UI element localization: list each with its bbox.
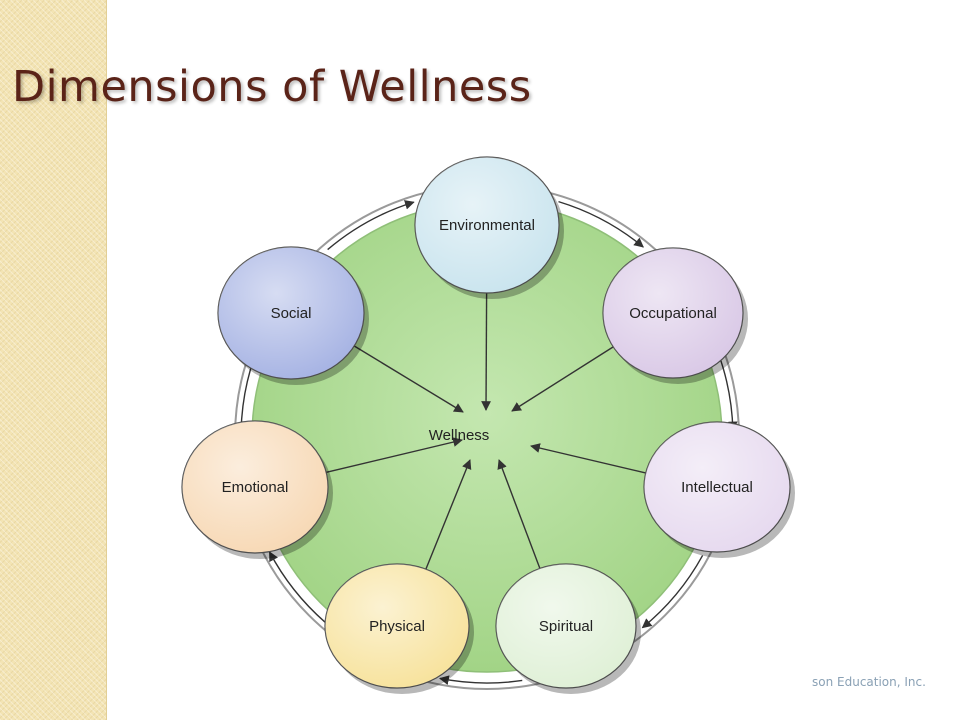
node-highlight (325, 564, 469, 688)
node-label: Intellectual (681, 479, 753, 496)
copyright-footer: son Education, Inc. (812, 675, 926, 689)
node-highlight (644, 422, 790, 552)
ring-arrow (439, 675, 523, 685)
node-label: Occupational (629, 305, 717, 322)
ring-arrow (558, 200, 644, 248)
node-label: Environmental (439, 217, 535, 234)
ring-arrow (268, 551, 326, 623)
ring-arrow (327, 200, 415, 251)
dimension-nodes: EnvironmentalOccupationalIntellectualSpi… (181, 156, 795, 694)
node-spiritual: Spiritual (495, 563, 641, 694)
node-social: Social (217, 246, 369, 385)
node-label: Physical (369, 618, 425, 635)
node-highlight (415, 157, 559, 293)
ring-arrow (641, 555, 704, 629)
slide-title: Dimensions of Wellness (12, 62, 532, 112)
node-label: Social (271, 305, 312, 322)
node-emotional: Emotional (181, 420, 333, 559)
spoke-arrow (511, 345, 615, 412)
node-occupational: Occupational (602, 247, 748, 384)
node-intellectual: Intellectual (643, 421, 795, 558)
node-label: Emotional (222, 479, 289, 496)
spoke-arrow (352, 344, 464, 413)
spoke-arrow (324, 437, 463, 474)
spoke-arrows (324, 291, 648, 571)
spoke-arrow (497, 459, 541, 570)
spoke-arrow (530, 443, 648, 474)
node-highlight (182, 421, 328, 553)
node-highlight (218, 247, 364, 379)
decorative-side-band (0, 0, 107, 720)
spoke-arrow (424, 459, 472, 571)
node-highlight (603, 248, 743, 378)
spoke-arrow (481, 291, 491, 411)
node-physical: Physical (324, 563, 474, 694)
node-label: Spiritual (539, 618, 593, 635)
node-highlight (496, 564, 636, 688)
center-label: Wellness (429, 427, 490, 444)
node-environmental: Environmental (414, 156, 564, 299)
